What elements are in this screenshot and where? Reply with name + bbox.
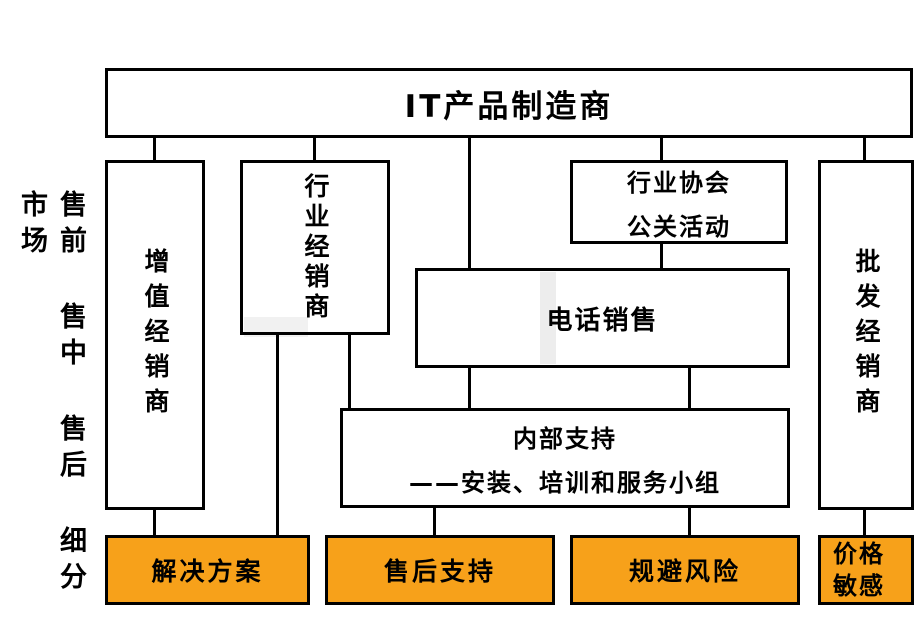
internal-support-line1: 内部支持 xyxy=(513,424,617,453)
box-price-sensitive: 价格 敏感 xyxy=(818,535,914,605)
box-industry-association: 行业协会 公关活动 xyxy=(570,160,788,244)
connector-manufacturer-to-wholesale xyxy=(863,138,866,162)
risk-avoidance-label: 规避风险 xyxy=(628,557,741,586)
solution-label: 解决方案 xyxy=(151,557,264,586)
box-solution: 解决方案 xyxy=(105,535,310,605)
box-telesales: 电话销售 xyxy=(415,268,790,368)
internal-support-line2: ——安装、培训和服务小组 xyxy=(409,468,721,497)
price-sensitive-line1: 价格 xyxy=(833,539,885,568)
wholesale-reseller-label: 批发经销商 xyxy=(852,247,881,423)
internal-support-text: 内部支持 ——安装、培训和服务小组 xyxy=(409,419,721,498)
connector-industry-reseller-to-internal-support xyxy=(348,333,351,410)
connector-association-to-telesales xyxy=(660,242,663,270)
box-risk-avoidance: 规避风险 xyxy=(570,535,800,605)
connector-var-to-solution xyxy=(153,508,156,537)
connector-manufacturer-to-var xyxy=(153,138,156,162)
box-value-added-reseller: 增值经销商 xyxy=(105,160,205,510)
connector-internal-support-to-aftersales xyxy=(433,506,436,537)
connector-manufacturer-to-telesales xyxy=(468,138,471,270)
box-internal-support: 内部支持 ——安装、培训和服务小组 xyxy=(340,408,790,508)
connector-manufacturer-to-association xyxy=(660,138,663,162)
connector-telesales-to-internal-support-right xyxy=(688,366,691,410)
aftersales-support-label: 售后支持 xyxy=(383,557,496,586)
connector-manufacturer-to-industry-reseller xyxy=(313,138,316,162)
connector-telesales-to-internal-support-left xyxy=(468,366,471,410)
market-stage-side-label: 售前 售中 售后 细分市场 xyxy=(16,190,86,598)
it-manufacturer-label: IT产品制造商 xyxy=(404,88,614,125)
value-added-reseller-label: 增值经销商 xyxy=(141,247,170,423)
box-industry-reseller: 行业经销商 xyxy=(240,160,390,335)
industry-reseller-label: 行业经销商 xyxy=(301,172,330,323)
industry-association-line1: 行业协会 xyxy=(627,168,731,197)
box-aftersales-support: 售后支持 xyxy=(325,535,555,605)
box-it-manufacturer: IT产品制造商 xyxy=(105,68,913,138)
connector-wholesale-to-price xyxy=(863,508,866,537)
box-wholesale-reseller: 批发经销商 xyxy=(818,160,914,510)
industry-association-text: 行业协会 公关活动 xyxy=(627,163,731,242)
price-sensitive-line2: 敏感 xyxy=(833,572,885,600)
telesales-label: 电话销售 xyxy=(546,305,659,336)
industry-association-line2: 公关活动 xyxy=(627,212,731,241)
connector-internal-support-to-risk xyxy=(688,506,691,537)
connector-industry-reseller-to-solution xyxy=(276,333,279,537)
gray-artifact-telesales xyxy=(540,272,556,364)
